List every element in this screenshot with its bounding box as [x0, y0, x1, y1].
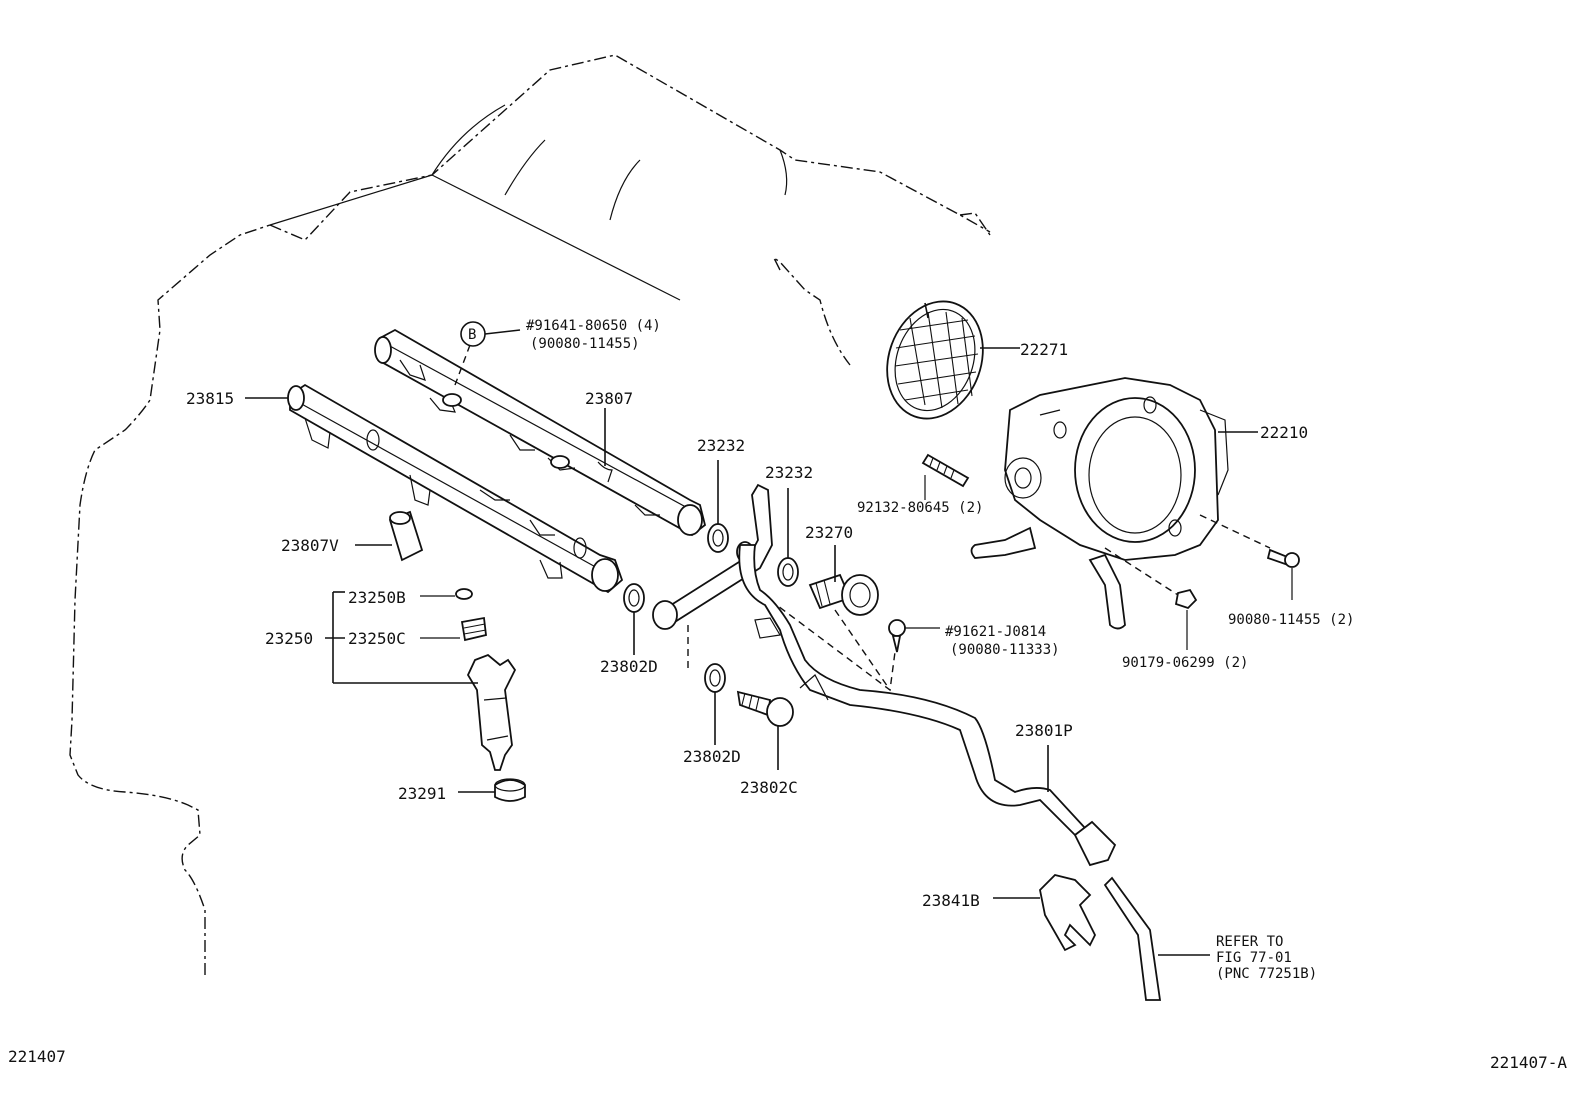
stud-92132 — [921, 453, 970, 500]
label-23841B: 23841B — [922, 891, 980, 910]
bolt-91621 — [769, 599, 940, 692]
label-91621: #91621-J0814 — [945, 624, 1046, 640]
fuel-rail-23815 — [245, 383, 624, 594]
label-refer-line3: (PNC 77251B) — [1216, 966, 1317, 982]
bolt-90080 — [1199, 514, 1300, 600]
label-23270: 23270 — [805, 523, 853, 542]
engine-outline — [69, 54, 991, 975]
label-23250B: 23250B — [348, 588, 406, 607]
label-refer-line2: FIG 77-01 — [1216, 950, 1292, 966]
label-23232-a: 23232 — [697, 436, 745, 455]
hose-clip-23841B — [993, 874, 1097, 952]
label-23801P: 23801P — [1015, 721, 1073, 740]
pressure-damper-23270 — [808, 545, 879, 616]
throttle-body-22210 — [970, 377, 1258, 630]
label-23291: 23291 — [398, 784, 446, 803]
fuel-hose-23801P — [738, 544, 1117, 867]
seal-rings — [623, 460, 799, 745]
label-23232-b: 23232 — [765, 463, 813, 482]
label-22271: 22271 — [1020, 340, 1068, 359]
label-90179: 90179-06299 (2) — [1122, 655, 1248, 671]
label-refer-line1: REFER TO — [1216, 934, 1283, 950]
label-92132: 92132-80645 (2) — [857, 500, 983, 516]
screen-part-22271 — [886, 300, 1020, 420]
feed-pipe-refer — [1103, 876, 1210, 1001]
insulator-23291 — [458, 778, 526, 802]
label-23250: 23250 — [265, 629, 313, 648]
label-circle-b: B — [468, 327, 476, 343]
label-23802C: 23802C — [740, 778, 798, 797]
label-23807: 23807 — [585, 389, 633, 408]
label-23815: 23815 — [186, 389, 234, 408]
union-bolt-23802C — [736, 690, 794, 770]
label-23802D-b: 23802D — [683, 747, 741, 766]
label-91641-alt: (90080-11455) — [530, 336, 640, 352]
fuel-rail-23807 — [374, 328, 707, 537]
label-22210: 22210 — [1260, 423, 1308, 442]
callout-labels: 22271 22210 23815 23807 B #91641-80650 (… — [8, 318, 1567, 1072]
label-91621-alt: (90080-11333) — [950, 642, 1060, 658]
footer-code-right: 221407-A — [1490, 1053, 1567, 1072]
label-91641: #91641-80650 (4) — [526, 318, 661, 334]
plug-23807V — [355, 510, 424, 562]
label-90080: 90080-11455 (2) — [1228, 612, 1354, 628]
injector-23250 — [325, 588, 517, 771]
label-23250C: 23250C — [348, 629, 406, 648]
footer-code-left: 221407 — [8, 1047, 66, 1066]
nut-90179 — [1104, 547, 1198, 650]
label-23807V: 23807V — [281, 536, 339, 555]
label-23802D-a: 23802D — [600, 657, 658, 676]
